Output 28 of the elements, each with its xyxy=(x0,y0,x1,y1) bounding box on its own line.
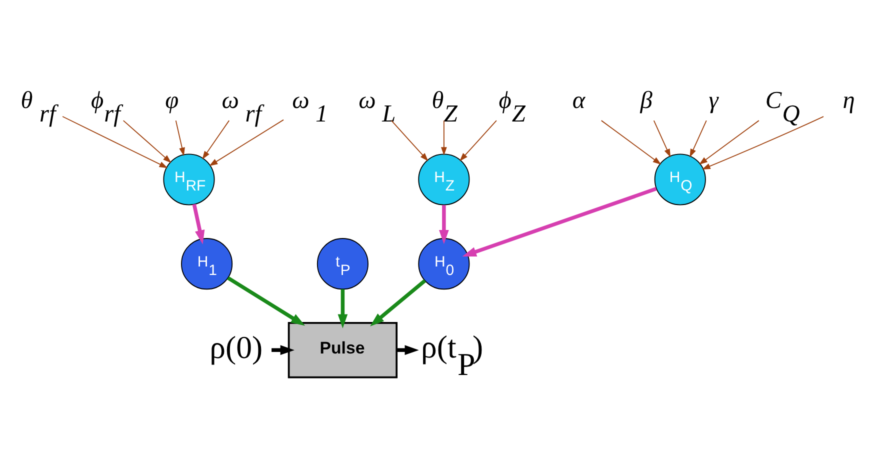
arrow xyxy=(62,116,168,168)
node-text: η xyxy=(842,87,855,114)
arrow xyxy=(370,279,426,326)
arrow xyxy=(202,120,230,160)
arrow xyxy=(462,187,657,257)
arrow xyxy=(460,120,497,162)
arrow xyxy=(440,120,447,156)
arrow xyxy=(192,204,205,244)
arrow xyxy=(175,120,185,156)
arrow xyxy=(390,120,428,162)
arrow xyxy=(653,120,671,158)
node-text: φ xyxy=(165,87,179,114)
arrow xyxy=(122,120,172,163)
arrow xyxy=(227,276,306,326)
arrow xyxy=(702,116,824,170)
arrow xyxy=(396,345,419,355)
node-text: ρ(0) xyxy=(210,330,263,366)
arrow xyxy=(272,345,294,355)
node-text: β xyxy=(640,87,652,114)
node-text: α xyxy=(572,87,586,114)
arrow xyxy=(690,120,707,158)
node-box: Pulse xyxy=(288,322,398,378)
arrow xyxy=(338,289,348,328)
arrow xyxy=(600,120,662,165)
node-text: γ xyxy=(708,87,718,114)
arrow xyxy=(699,120,760,165)
arrow xyxy=(209,119,284,166)
arrow xyxy=(439,205,449,244)
